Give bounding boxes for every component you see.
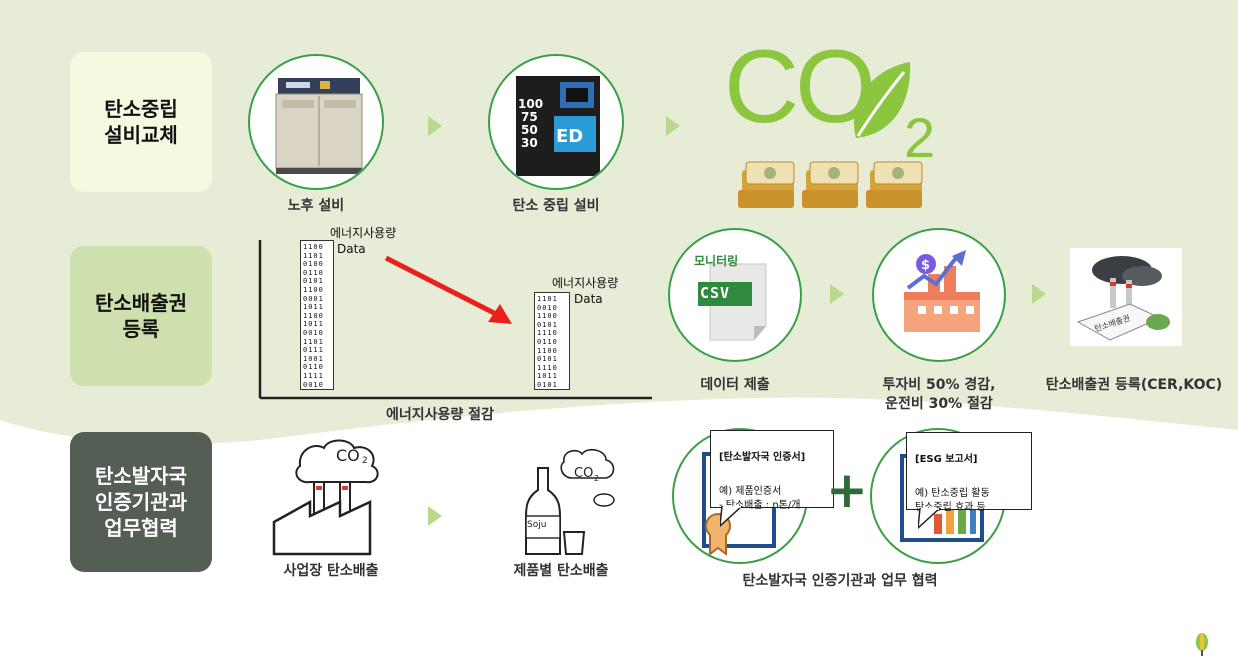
factory-co2-text: CO	[336, 446, 360, 465]
company-logo-icon	[1196, 633, 1208, 656]
bubble-tail	[720, 506, 744, 528]
certificate-body: 예) 제품인증서 - 탄소배출 : n톤/개	[719, 486, 801, 511]
bubble-tail	[918, 508, 942, 530]
site-emission-caption: 사업장 탄소배출	[283, 563, 379, 579]
row-label-carbon-credit: 탄소배출권 등록	[70, 246, 212, 386]
co2-logo-subscript: 2	[904, 106, 936, 169]
plus-sign: +	[826, 461, 868, 519]
certificate-title: [탄소발자국 인증서]	[719, 452, 806, 463]
machine-capacity-number: 30	[521, 136, 538, 150]
old-equipment-image	[248, 54, 384, 190]
reduction-arrow-icon	[384, 255, 512, 324]
neutral-equipment-image	[488, 54, 624, 190]
energy-data-label-small-sub: Data	[574, 292, 603, 306]
flow-arrow	[666, 116, 680, 136]
cost-saving-caption: 투자비 50% 경감, 운전비 30% 절감	[882, 377, 996, 412]
factory-co2-sub: 2	[362, 456, 368, 466]
flow-arrow	[830, 284, 844, 304]
monitoring-label: 모니터링	[694, 254, 739, 268]
energy-data-label-sub: Data	[337, 242, 366, 256]
submit-data-caption: 데이터 제출	[700, 377, 770, 393]
svg-text:$: $	[921, 258, 930, 273]
leaf-icon	[854, 62, 911, 138]
carbon-credit-image	[1070, 248, 1182, 346]
factory-emission-icon	[272, 439, 379, 556]
old-equipment-caption: 노후 설비	[287, 198, 345, 214]
energy-data-column-after: 1101 0010 1100 0101 1110 0110 1100 0101 …	[534, 292, 570, 390]
row-label-footprint-cooperation: 탄소발자국 인증기관과 업무협력	[70, 432, 212, 572]
cooperation-caption: 탄소발자국 인증기관과 업무 협력	[742, 573, 938, 589]
soju-label: Soju	[527, 520, 547, 530]
flow-arrow	[1032, 284, 1046, 304]
machine-capacity-number: 75	[521, 110, 538, 124]
machine-capacity-number: 50	[521, 123, 538, 137]
neutral-equipment-caption: 탄소 중립 설비	[512, 198, 600, 214]
flow-arrow	[428, 506, 442, 526]
cost-saving-circle: $	[872, 228, 1006, 362]
csv-file-icon: CSV	[700, 284, 731, 302]
certificate-speech-bubble: [탄소발자국 인증서] 예) 제품인증서 - 탄소배출 : n톤/개	[710, 430, 834, 511]
product-co2-text: CO	[574, 466, 594, 481]
energy-data-label: 에너지사용량	[330, 226, 397, 240]
energy-data-column-before: 1100 1101 0100 0110 0101 1100 0001 1011 …	[300, 240, 334, 390]
monitoring-circle	[668, 228, 802, 362]
esg-speech-bubble: [ESG 보고서] 예) 탄소중립 활동 탄소중립 효과 등	[906, 432, 1032, 513]
machine-badge: ED	[556, 126, 584, 147]
energy-reduction-caption: 에너지사용량 절감	[386, 407, 494, 423]
co2-logo-text: CO	[724, 29, 876, 145]
product-co2-sub: 2	[594, 474, 600, 483]
product-emission-caption: 제품별 탄소배출	[513, 563, 609, 579]
money-stacks-icon	[738, 161, 923, 208]
credit-registration-caption: 탄소배출권 등록(CER,KOC)	[1045, 377, 1223, 393]
product-emission-icon	[525, 448, 615, 555]
flow-arrow	[428, 116, 442, 136]
machine-capacity-number: 100	[518, 97, 544, 111]
energy-chart-axes	[258, 240, 652, 400]
esg-title: [ESG 보고서]	[915, 454, 978, 465]
energy-data-label-small: 에너지사용량	[552, 276, 619, 290]
row-label-equipment-replacement: 탄소중립 설비교체	[70, 52, 212, 192]
